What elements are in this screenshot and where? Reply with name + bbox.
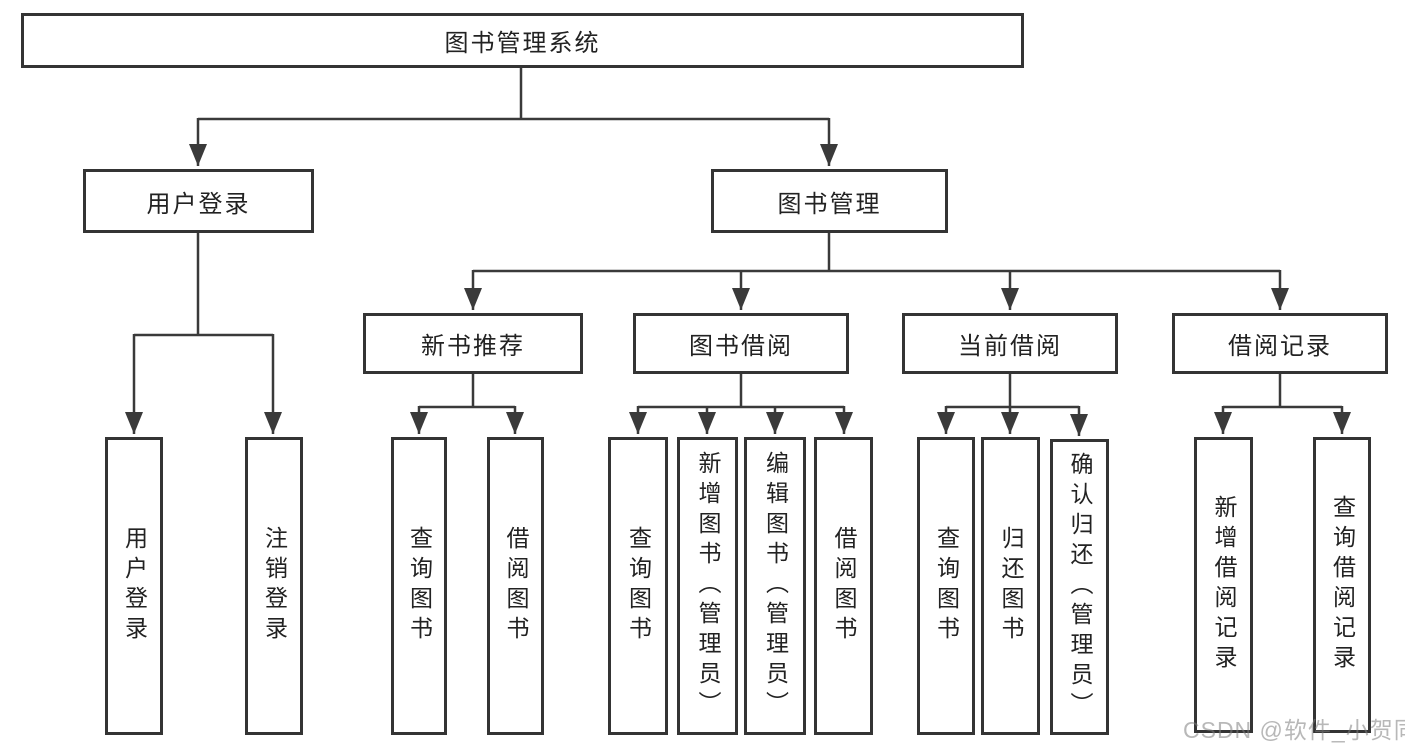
leaf-user-login: 用户登录 [105,437,163,735]
leaf-logout: 注销登录 [245,437,303,735]
leaf-borrow-query-books-label: 查询图书 [625,526,652,646]
node-current-borrow-label: 当前借阅 [958,333,1062,360]
leaf-newbook-borrow-books: 借阅图书 [487,437,544,735]
leaf-logout-label: 注销登录 [261,526,288,646]
leaf-newbook-query-books-label: 查询图书 [406,526,433,646]
node-root-label: 图书管理系统 [444,30,601,57]
node-new-book-recommend: 新书推荐 [363,313,583,374]
leaf-query-borrow-record-label: 查询借阅记录 [1329,495,1356,675]
leaf-confirm-return-admin-label: 确认归还（管理员） [1067,452,1093,722]
node-book-borrow: 图书借阅 [633,313,849,374]
leaf-query-borrow-record: 查询借阅记录 [1313,437,1371,733]
leaf-borrow-books-label: 借阅图书 [831,526,857,646]
leaf-current-query-books-label: 查询图书 [933,526,960,646]
node-book-management-label: 图书管理 [777,190,882,218]
node-current-borrow: 当前借阅 [902,313,1118,374]
node-new-book-recommend-label: 新书推荐 [421,333,525,360]
leaf-add-borrow-record-label: 新增借阅记录 [1211,495,1237,675]
leaf-add-books-admin: 新增图书（管理员） [677,437,738,735]
leaf-edit-books-admin: 编辑图书（管理员） [744,437,806,735]
csdn-watermark: CSDN @软件_小贺同学 [1183,717,1405,743]
leaf-confirm-return-admin: 确认归还（管理员） [1050,439,1109,735]
node-borrow-record: 借阅记录 [1172,313,1388,374]
node-root: 图书管理系统 [21,13,1024,68]
node-book-borrow-label: 图书借阅 [689,333,793,360]
leaf-add-borrow-record: 新增借阅记录 [1194,437,1253,733]
leaf-newbook-borrow-books-label: 借阅图书 [503,526,529,646]
leaf-return-books: 归还图书 [981,437,1040,735]
node-borrow-record-label: 借阅记录 [1228,333,1332,360]
leaf-edit-books-admin-label: 编辑图书（管理员） [762,451,789,721]
leaf-return-books-label: 归还图书 [998,526,1024,646]
leaf-borrow-books: 借阅图书 [814,437,873,735]
leaf-user-login-label: 用户登录 [121,526,148,646]
leaf-add-books-admin-label: 新增图书（管理员） [695,451,721,721]
node-user-login: 用户登录 [83,169,314,233]
leaf-current-query-books: 查询图书 [917,437,975,735]
node-user-login-label: 用户登录 [146,190,251,218]
node-book-management: 图书管理 [711,169,948,233]
leaf-borrow-query-books: 查询图书 [608,437,668,735]
leaf-newbook-query-books: 查询图书 [391,437,447,735]
